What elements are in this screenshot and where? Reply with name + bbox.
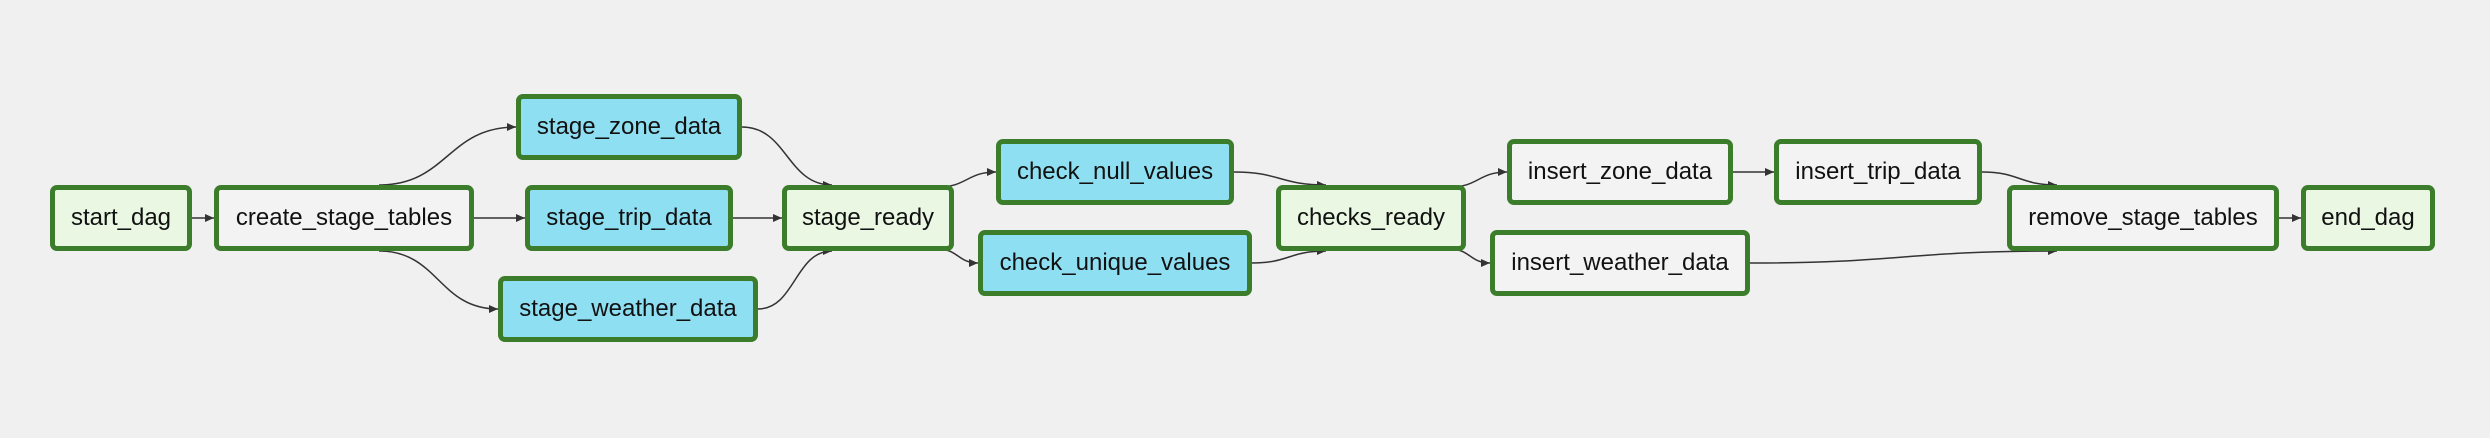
edge-check-unique-values-to-checks-ready <box>1251 247 1327 264</box>
edge-checks-ready-to-insert-weather-data <box>1449 248 1491 267</box>
edge-create-stage-tables-to-stage-zone-data <box>378 123 517 186</box>
task-node-end-dag[interactable]: end_dag <box>2301 185 2435 251</box>
task-node-start-dag[interactable]: start_dag <box>50 185 192 251</box>
task-node-insert-weather-data[interactable]: insert_weather_data <box>1490 230 1750 296</box>
edge-check-null-values-to-checks-ready <box>1233 171 1327 189</box>
task-node-stage-ready[interactable]: stage_ready <box>782 185 954 251</box>
task-node-check-null-values[interactable]: check_null_values <box>996 139 1234 205</box>
edge-insert-weather-data-to-remove-stage-tables <box>1749 247 2058 264</box>
edge-stage-ready-to-check-unique-values <box>937 248 979 267</box>
task-node-stage-weather-data[interactable]: stage_weather_data <box>498 276 758 342</box>
task-node-remove-stage-tables[interactable]: remove_stage_tables <box>2007 185 2279 251</box>
task-node-stage-trip-data[interactable]: stage_trip_data <box>525 185 733 251</box>
edge-stage-weather-data-to-stage-ready <box>757 247 833 310</box>
edge-create-stage-tables-to-stage-weather-data <box>378 250 499 313</box>
edge-stage-zone-data-to-stage-ready <box>741 126 833 189</box>
task-node-create-stage-tables[interactable]: create_stage_tables <box>214 185 474 251</box>
task-node-insert-zone-data[interactable]: insert_zone_data <box>1507 139 1733 205</box>
task-node-check-unique-values[interactable]: check_unique_values <box>978 230 1252 296</box>
task-node-stage-zone-data[interactable]: stage_zone_data <box>516 94 742 160</box>
edge-insert-trip-data-to-remove-stage-tables <box>1981 171 2058 189</box>
task-node-insert-trip-data[interactable]: insert_trip_data <box>1774 139 1982 205</box>
task-node-checks-ready[interactable]: checks_ready <box>1276 185 1466 251</box>
